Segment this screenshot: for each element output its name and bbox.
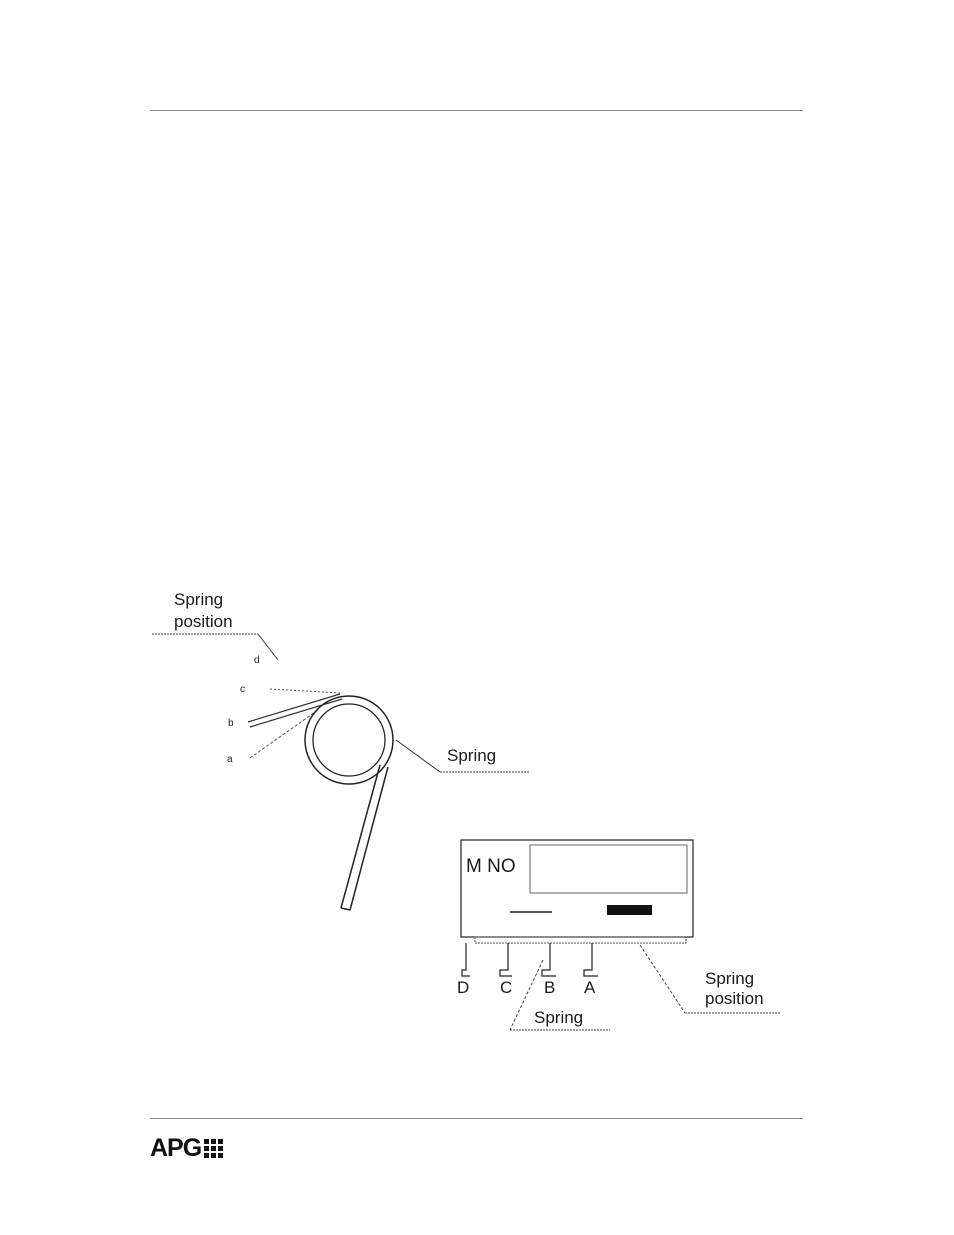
module-indicator-block [607, 905, 652, 915]
module-position-label-line2: position [705, 989, 764, 1008]
terminal-d-label: D [457, 978, 469, 997]
wheel-position-label-line1: Spring [174, 590, 223, 609]
position-c-label: c [240, 684, 245, 695]
module-display-window [530, 845, 687, 893]
terminal-b-label: B [544, 978, 555, 997]
position-b-label: b [228, 718, 234, 729]
module-outline [461, 840, 693, 937]
position-d-label: d [254, 655, 260, 666]
footer-rule [150, 1118, 803, 1119]
position-b-line-1 [248, 694, 340, 722]
grid-icon [204, 1139, 223, 1158]
spring-wheel-inner [313, 704, 385, 776]
module-position-leader [640, 945, 685, 1013]
terminal-c-label: C [500, 978, 512, 997]
position-a-label: a [227, 754, 233, 765]
terminal-a-label: A [584, 978, 596, 997]
wheel-position-arrow [258, 634, 278, 660]
terminal-d: D [457, 943, 470, 997]
spring-wheel-outer [305, 696, 393, 784]
wheel-spring-label: Spring [447, 746, 496, 765]
spring-arm-end [341, 908, 350, 910]
module-spring-label: Spring [534, 1008, 583, 1027]
spring-arm-edge-2 [350, 767, 388, 910]
logo-text: APG [150, 1134, 201, 1163]
wheel-spring-leader [396, 740, 440, 772]
spring-arm-edge-1 [341, 765, 380, 908]
module-view: M NO D C B A Spring Spring position [457, 840, 780, 1030]
apg-logo: APG [150, 1134, 223, 1163]
module-model-label: M NO [466, 856, 516, 877]
module-base-strip [475, 937, 686, 943]
terminal-a: A [584, 943, 598, 997]
terminal-c: C [500, 943, 512, 997]
position-b-line-2 [250, 699, 342, 727]
terminal-b: B [542, 943, 556, 997]
position-c-line [270, 689, 340, 693]
module-position-label-line1: Spring [705, 969, 754, 988]
wheel-position-label-line2: position [174, 612, 233, 631]
